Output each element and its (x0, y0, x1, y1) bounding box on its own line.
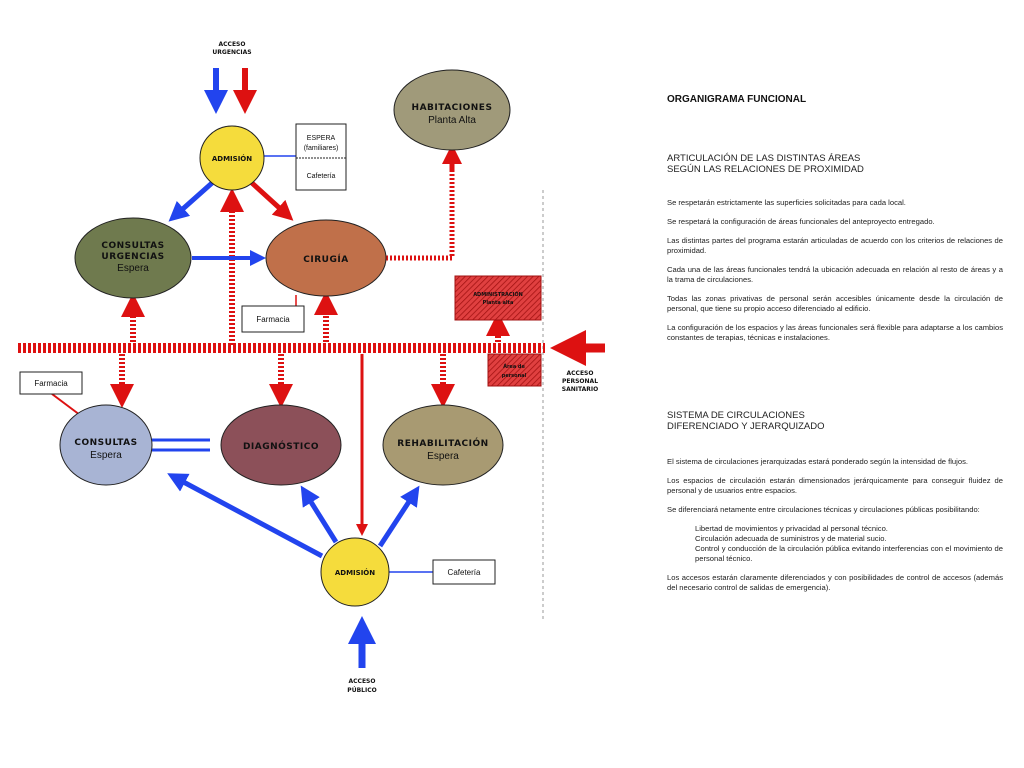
area-personal-box: Área de personal (487, 353, 542, 387)
section1-title-line: SEGÚN LAS RELACIONES DE PROXIMIDAD (667, 164, 864, 175)
admision-publica-node: ADMISIÓN (320, 537, 390, 607)
node-label: CONSULTAS (74, 438, 137, 448)
arrow-icon (250, 181, 294, 221)
section1-body: Se respetarán estrictamente las superfic… (667, 198, 1003, 352)
section1-title-line: ARTICULACIÓN DE LAS DISTINTAS ÁREAS (667, 153, 861, 164)
cirugia-node: CIRUGÍA (265, 219, 387, 297)
list-item: Circulación adecuada de suministros y de… (695, 534, 887, 543)
consultas-urgencias-node: CONSULTAS URGENCIAS Espera (74, 217, 192, 299)
section1-title: ARTICULACIÓN DE LAS DISTINTAS ÁREAS SEGÚ… (667, 153, 864, 175)
arrow-icon (168, 181, 214, 222)
paragraph: Los accesos estarán claramente diferenci… (667, 573, 1003, 592)
acceso-urgencias-label: URGENCIAS (212, 49, 251, 56)
list-item: Control y conducción de la circulación p… (695, 544, 1003, 563)
acceso-personal-label: PERSONAL (562, 378, 598, 385)
rehabilitacion-node: REHABILITACIÓN Espera (382, 404, 504, 486)
node-label: ESPERA (307, 135, 336, 142)
habitaciones-node: HABITACIONES Planta Alta (393, 69, 511, 151)
section2-title-line: DIFERENCIADO Y JERARQUIZADO (667, 421, 825, 432)
node-label: ADMISIÓN (335, 568, 375, 577)
paragraph: El sistema de circulaciones jerarquizada… (667, 457, 968, 466)
section2-title: SISTEMA DE CIRCULACIONES DIFERENCIADO Y … (667, 410, 824, 432)
paragraph: Las distintas partes del programa estará… (667, 236, 1003, 255)
node-label: Cafetería (307, 173, 336, 180)
node-label: CIRUGÍA (303, 253, 348, 265)
paragraph: Se diferenciará netamente entre circulac… (667, 505, 980, 514)
node-label: Farmacia (34, 379, 68, 388)
bullet-list: Libertad de movimientos y privacidad al … (667, 524, 1003, 564)
node-label: CONSULTAS (101, 241, 164, 251)
administracion-box: ADMINISTRACIÓN Planta alta (454, 275, 542, 321)
acceso-personal-label: SANITARIO (562, 386, 598, 393)
node-label: Espera (427, 451, 459, 462)
admision-urgencias-node: ADMISIÓN (199, 125, 265, 191)
paragraph: La configuración de los espacios y las á… (667, 323, 1003, 342)
list-item: Libertad de movimientos y privacidad al … (695, 524, 888, 533)
node-label: Espera (117, 263, 149, 274)
acceso-publico-label: PÚBLICO (347, 687, 376, 694)
node-label: Cafetería (448, 568, 481, 577)
node-label: Área de (503, 363, 525, 370)
node-label: Farmacia (256, 315, 290, 324)
node-label: Planta alta (483, 300, 514, 306)
cafeteria-bottom-box: Cafetería (432, 559, 496, 585)
espera-cafeteria-box: ESPERA (familiares) Cafetería (295, 123, 347, 191)
acceso-urgencias-label: ACCESO (219, 41, 246, 48)
diagnostico-node: DIAGNÓSTICO (220, 404, 342, 486)
node-label: personal (502, 373, 527, 379)
node-label: Espera (90, 450, 122, 461)
node-label: REHABILITACIÓN (397, 437, 488, 449)
connector (386, 160, 455, 261)
node-label: Planta Alta (428, 115, 476, 126)
node-label: DIAGNÓSTICO (243, 440, 319, 452)
consultas-node: CONSULTAS Espera (59, 404, 153, 486)
arrow-icon (167, 473, 324, 559)
connector (51, 393, 81, 416)
section2-title-line: SISTEMA DE CIRCULACIONES (667, 410, 805, 421)
paragraph: Todas las zonas privativas de personal s… (667, 294, 1003, 313)
acceso-publico-label: ACCESO (349, 678, 376, 685)
node-label: HABITACIONES (412, 103, 493, 113)
node-label: ADMINISTRACIÓN (473, 291, 523, 298)
farmacia-left-box: Farmacia (19, 371, 83, 395)
node-label: (familiares) (304, 145, 339, 152)
paragraph: Los espacios de circulación estarán dime… (667, 476, 1003, 495)
paragraph: Cada una de las áreas funcionales tendrá… (667, 265, 1003, 284)
paragraph: Se respetarán estrictamente las superfic… (667, 198, 906, 207)
node-label: URGENCIAS (101, 252, 164, 262)
arrow-icon (300, 485, 339, 544)
acceso-personal-label: ACCESO (567, 370, 594, 377)
page-title: ORGANIGRAMA FUNCIONAL (667, 94, 807, 105)
section2-body: El sistema de circulaciones jerarquizada… (667, 457, 1003, 602)
farmacia-center-box: Farmacia (241, 305, 305, 333)
arrow-icon (377, 485, 420, 548)
paragraph: Se respetará la configuración de áreas f… (667, 217, 935, 226)
node-label: ADMISIÓN (212, 154, 252, 163)
